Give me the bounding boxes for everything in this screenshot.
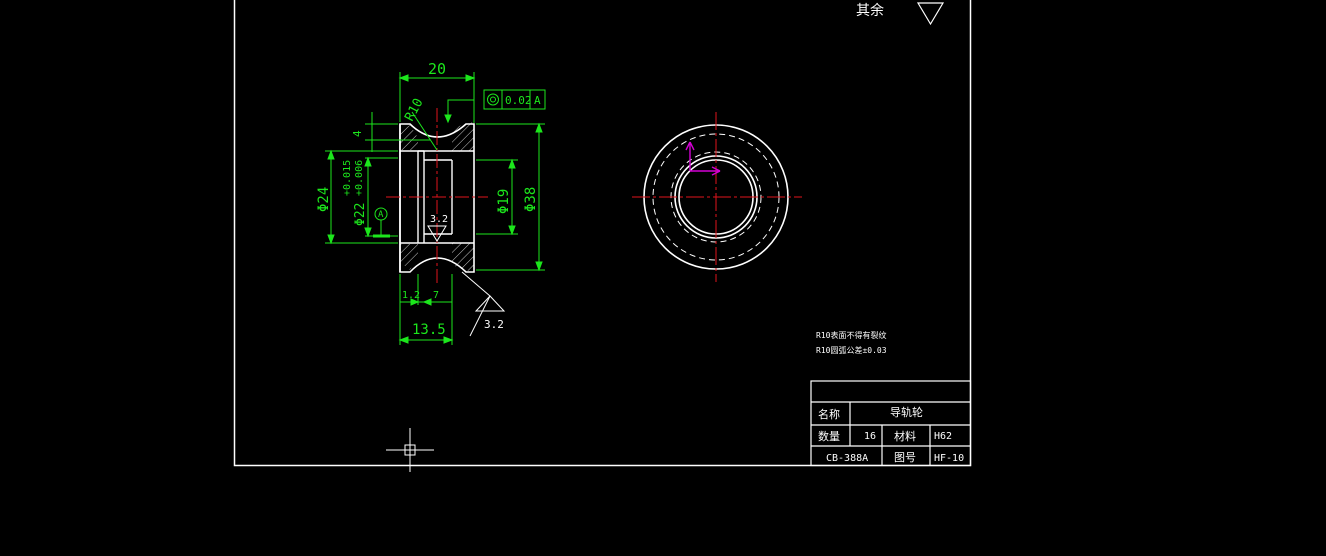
roughness-triangle-icon: [916, 2, 945, 26]
code-value: CB-388A: [826, 453, 868, 464]
drawing-border: [233, 0, 972, 467]
qty-value: 16: [864, 431, 876, 442]
inner-roughness-icon: [427, 225, 447, 242]
svg-text:Φ19: Φ19: [496, 189, 512, 214]
title-block-text: 名称 导轨轮 数量 16 材料 H62 CB-388A 图号 HF-10: [818, 405, 964, 464]
tolerance-frame: 0.02 A: [483, 89, 546, 110]
material-value: H62: [934, 431, 952, 442]
svg-text:1.2: 1.2: [402, 290, 420, 301]
svg-text:+0.015: +0.015: [342, 160, 353, 196]
tolerance-datum: A: [534, 94, 541, 107]
dimensions: [325, 72, 545, 345]
surface-finish-label: 其余: [856, 2, 884, 19]
name-label: 名称: [818, 407, 840, 421]
drawing-label: 图号: [894, 451, 916, 464]
svg-text:Φ24: Φ24: [316, 187, 332, 212]
crosshair-cursor-icon: [386, 428, 434, 472]
svg-text:20: 20: [428, 60, 446, 78]
svg-text:+0.006: +0.006: [354, 160, 365, 196]
svg-text:4: 4: [351, 130, 364, 137]
roughness-symbols: [427, 225, 506, 337]
name-value: 导轨轮: [890, 405, 923, 419]
datum-a-label: A: [378, 210, 384, 220]
svg-text:Φ38: Φ38: [523, 187, 539, 212]
front-view: [632, 112, 802, 282]
ucs-icon: [685, 141, 721, 176]
section-hatch-left-upper: [400, 125, 418, 150]
section-view: [386, 108, 488, 286]
svg-text:13.5: 13.5: [412, 322, 446, 338]
concentricity-icon: [487, 93, 499, 106]
qty-label: 数量: [818, 430, 840, 443]
note-1: R10表面不得有裂纹: [816, 330, 886, 340]
svg-text:7: 7: [433, 290, 439, 301]
svg-text:R10: R10: [402, 96, 426, 124]
title-block: [810, 380, 972, 467]
surface-finish-note: 其余: [856, 2, 945, 26]
material-label: 材料: [894, 429, 916, 443]
drawing-value: HF-10: [934, 453, 964, 464]
section-hatch-lower: [452, 242, 474, 272]
section-outline: [399, 123, 475, 273]
section-hatch-left-lower: [400, 244, 418, 270]
tolerance-value: 0.02: [505, 94, 532, 107]
svg-text:3.2: 3.2: [430, 214, 448, 225]
svg-text:3.2: 3.2: [484, 318, 504, 331]
note-2: R10圆弧公差±0.03: [816, 345, 887, 355]
svg-text:Φ22: Φ22: [353, 203, 368, 226]
section-hatch-upper: [452, 122, 474, 152]
outer-roughness-icon: [474, 295, 506, 312]
technical-notes: R10表面不得有裂纹 R10圆弧公差±0.03: [816, 330, 887, 355]
